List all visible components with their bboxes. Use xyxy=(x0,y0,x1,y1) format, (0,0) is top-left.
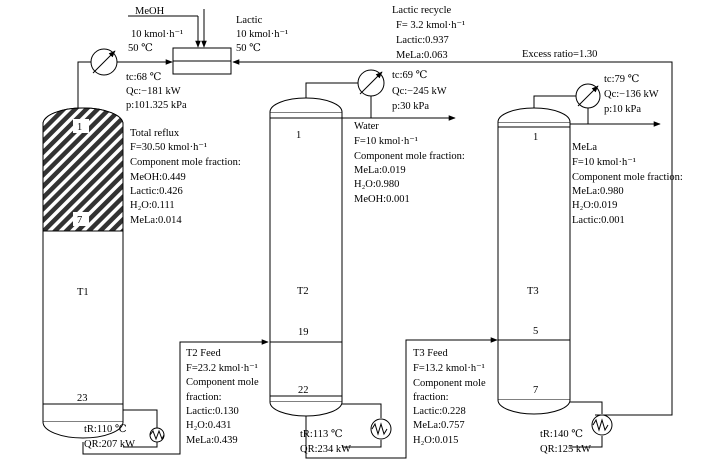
t3-feed-lactic: Lactic:0.228 xyxy=(413,406,466,417)
t3-stage-feed: 5 xyxy=(533,326,538,337)
t3-reb-duty: QR:125 kW xyxy=(540,444,591,455)
recycle-title: Lactic recycle xyxy=(392,5,451,16)
lactic-recycle-line: Lactic recycle F= 3.2 kmol·h⁻¹ Lactic:0.… xyxy=(232,5,673,416)
t2-feed-water: H₂O:0.431 xyxy=(186,420,231,431)
t2-stage-top: 1 xyxy=(296,130,301,141)
t2-stage-feed: 19 xyxy=(298,327,309,338)
t3-dist-lactic: Lactic:0.001 xyxy=(572,215,625,226)
t2-dist-title: Water xyxy=(354,121,379,132)
t1-reflux-title: Total reflux xyxy=(130,128,180,139)
t2-cond-temp: tc:69 ℃ xyxy=(392,70,428,81)
lactic-feed-flow: 10 kmol·h⁻¹ xyxy=(236,29,288,40)
t3-feed-heading-2: fraction: xyxy=(413,392,449,403)
t3-feed-title: T3 Feed xyxy=(413,348,448,359)
t2-feed-lactic: Lactic:0.130 xyxy=(186,406,239,417)
t1-stage-bot: 23 xyxy=(77,393,88,404)
t2-feed-flow: F=23.2 kmol·h⁻¹ xyxy=(186,363,258,374)
t1-reflux-lactic: Lactic:0.426 xyxy=(130,186,183,197)
t2-reboiler: tR:113 ℃ QR:234 kW xyxy=(300,403,392,455)
t1-cond-duty: Qc:−181 kW xyxy=(126,86,181,97)
t3-reb-temp: tR:140 ℃ xyxy=(540,429,583,440)
t1-reflux-water: H₂O:0.111 xyxy=(130,200,175,211)
t2-feed-mela: MeLa:0.439 xyxy=(186,435,238,446)
t2-dist-heading: Component mole fraction: xyxy=(354,151,465,162)
t3-dist-mela: MeLa:0.980 xyxy=(572,186,624,197)
t1-stage-top: 1 xyxy=(77,122,82,133)
t1-reflux-heading: Component mole fraction: xyxy=(130,157,241,168)
t1-reb-temp: tR:110 ℃ xyxy=(84,424,127,435)
recycle-lactic: Lactic:0.937 xyxy=(396,35,449,46)
t2-feed-line xyxy=(82,339,269,455)
meoh-feed: MeOH 10 kmol·h⁻¹ 50 ℃ xyxy=(128,6,201,54)
t2-feed-info: T2 Feed F=23.2 kmol·h⁻¹ Component mole f… xyxy=(186,348,259,446)
t1-reflux-info: Total reflux F=30.50 kmol·h⁻¹ Component … xyxy=(130,128,241,226)
t3-feed-water: H₂O:0.015 xyxy=(413,435,458,446)
feed-mixer xyxy=(172,47,232,75)
t1-reflux-meoh: MeOH:0.449 xyxy=(130,172,186,183)
t3-dist-flow: F=10 kmol·h⁻¹ xyxy=(572,157,636,168)
excess-ratio: Excess ratio=1.30 xyxy=(522,49,597,60)
t2-reb-duty: QR:234 kW xyxy=(300,444,351,455)
recycle-flow: F= 3.2 kmol·h⁻¹ xyxy=(396,20,465,31)
t3-feed-line xyxy=(305,337,498,459)
lactic-feed-label: Lactic xyxy=(236,15,263,26)
t1-stage-mid: 7 xyxy=(77,215,82,226)
t3-dist-water: H₂O:0.019 xyxy=(572,200,617,211)
t1-condenser: tc:68 ℃ Qc:−181 kW p:101.325 kPa xyxy=(77,48,187,111)
t1-cond-temp: tc:68 ℃ xyxy=(126,72,162,83)
lactic-feed: Lactic 10 kmol·h⁻¹ 50 ℃ xyxy=(201,9,288,54)
t2-stage-bot: 22 xyxy=(298,385,309,396)
t3-name: T3 xyxy=(527,286,539,297)
lactic-feed-temp: 50 ℃ xyxy=(236,43,261,54)
t1-cond-pressure: p:101.325 kPa xyxy=(126,100,187,111)
t2-distillate-info: Water F=10 kmol·h⁻¹ Component mole fract… xyxy=(354,121,465,205)
t3-dist-heading: Component mole fraction: xyxy=(572,172,683,183)
t3-cond-pressure: p:10 kPa xyxy=(604,104,641,115)
t2-condenser: tc:69 ℃ Qc:−245 kW p:30 kPa xyxy=(305,69,456,121)
recycle-mela: MeLa:0.063 xyxy=(396,50,448,61)
t2-dist-water: H₂O:0.980 xyxy=(354,179,399,190)
t3-stage-bot: 7 xyxy=(533,385,538,396)
t2-cond-duty: Qc:−245 kW xyxy=(392,86,447,97)
t2-feed-heading-2: fraction: xyxy=(186,392,222,403)
column-t2: 1 T2 19 22 xyxy=(269,97,343,417)
column-t1: 1 7 T1 23 xyxy=(42,107,124,439)
t1-reflux-flow: F=30.50 kmol·h⁻¹ xyxy=(130,142,207,153)
t2-dist-mela: MeLa:0.019 xyxy=(354,165,406,176)
meoh-feed-label: MeOH xyxy=(135,6,165,17)
t1-name: T1 xyxy=(77,287,89,298)
reactive-section-hatch xyxy=(42,107,124,232)
t3-feed-info: T3 Feed F=13.2 kmol·h⁻¹ Component mole f… xyxy=(413,348,486,446)
t2-feed-heading: Component mole xyxy=(186,377,259,388)
t2-name: T2 xyxy=(297,286,309,297)
t1-reboiler: tR:110 ℃ QR:207 kW xyxy=(84,409,165,450)
t3-reboiler: tR:140 ℃ QR:125 kW xyxy=(540,401,613,455)
meoh-feed-flow: 10 kmol·h⁻¹ xyxy=(131,29,183,40)
t3-cond-temp: tc:79 ℃ xyxy=(604,74,640,85)
t2-dist-flow: F=10 kmol·h⁻¹ xyxy=(354,136,418,147)
t3-dist-title: MeLa xyxy=(572,142,597,153)
t2-feed-title: T2 Feed xyxy=(186,348,221,359)
column-t3: 1 T3 5 7 xyxy=(497,107,571,415)
t2-reb-temp: tR:113 ℃ xyxy=(300,429,343,440)
t2-dist-meoh: MeOH:0.001 xyxy=(354,194,410,205)
t3-feed-heading: Component mole xyxy=(413,378,486,389)
t3-condenser: tc:79 ℃ Qc:−136 kW p:10 kPa xyxy=(533,74,661,127)
t3-cond-duty: Qc:−136 kW xyxy=(604,89,659,100)
t3-feed-mela: MeLa:0.757 xyxy=(413,420,465,431)
t2-cond-pressure: p:30 kPa xyxy=(392,101,429,112)
t3-stage-top: 1 xyxy=(533,132,538,143)
t1-reb-duty: QR:207 kW xyxy=(84,439,135,450)
t3-feed-flow: F=13.2 kmol·h⁻¹ xyxy=(413,363,485,374)
meoh-feed-temp: 50 ℃ xyxy=(128,43,153,54)
t3-distillate-info: MeLa F=10 kmol·h⁻¹ Component mole fracti… xyxy=(572,142,683,226)
t1-reflux-mela: MeLa:0.014 xyxy=(130,215,182,226)
